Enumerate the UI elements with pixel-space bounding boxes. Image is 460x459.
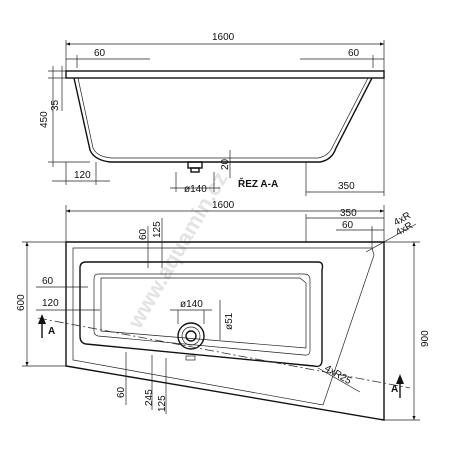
section-dim-rim-right: 60 <box>348 48 360 59</box>
plan-dim-drain-offset: ø51 <box>224 312 235 330</box>
plan-view: 1600 A A 350 60 4xR 4xR <box>16 200 431 421</box>
plan-dim-top-right-60: 60 <box>342 220 354 231</box>
plan-dim-top-125: 125 <box>152 221 163 238</box>
plan-basin <box>93 273 311 356</box>
plan-drain <box>177 322 205 350</box>
section-dim-350: 350 <box>338 181 355 192</box>
section-marker-right: A <box>391 384 398 395</box>
plan-dim-left-120: 120 <box>42 298 59 309</box>
section-title: ŘEZ A-A <box>238 177 278 190</box>
watermark: www.aquamin.cz <box>122 167 232 333</box>
section-marker-left: A <box>48 326 55 337</box>
plan-dim-900: 900 <box>420 330 431 347</box>
section-dim-20: 20 <box>220 158 231 170</box>
plan-dim-bottom-245: 245 <box>144 389 155 406</box>
section-line <box>37 317 411 389</box>
section-dim-120: 120 <box>74 170 91 181</box>
section-dim-35: 35 <box>50 99 61 111</box>
section-drain <box>187 161 203 169</box>
plan-dim-drain-diameter: ø140 <box>180 299 203 310</box>
plan-dim-4xr25: 4xR25 <box>323 363 354 387</box>
plan-dim-bottom-125: 125 <box>157 395 168 412</box>
section-dim-450: 450 <box>39 111 50 128</box>
plan-dim-1600: 1600 <box>212 200 235 211</box>
section-tub-body <box>73 77 373 163</box>
plan-dim-bottom-60: 60 <box>116 386 127 398</box>
plan-rim-inner <box>79 261 324 368</box>
plan-dim-left-60: 60 <box>42 276 54 287</box>
section-dim-rim-left: 60 <box>94 48 106 59</box>
plan-outer-outline <box>65 241 385 421</box>
section-view: 1600 60 60 35 450 120 ø140 20 ŘEZ <box>39 32 385 196</box>
plan-dim-600: 600 <box>16 294 27 311</box>
section-dim-drain-diameter: ø140 <box>184 184 207 195</box>
section-rim <box>65 70 385 79</box>
plan-dim-top-60: 60 <box>138 228 149 240</box>
plan-dim-350: 350 <box>340 208 357 219</box>
section-dim-1600: 1600 <box>212 32 235 43</box>
